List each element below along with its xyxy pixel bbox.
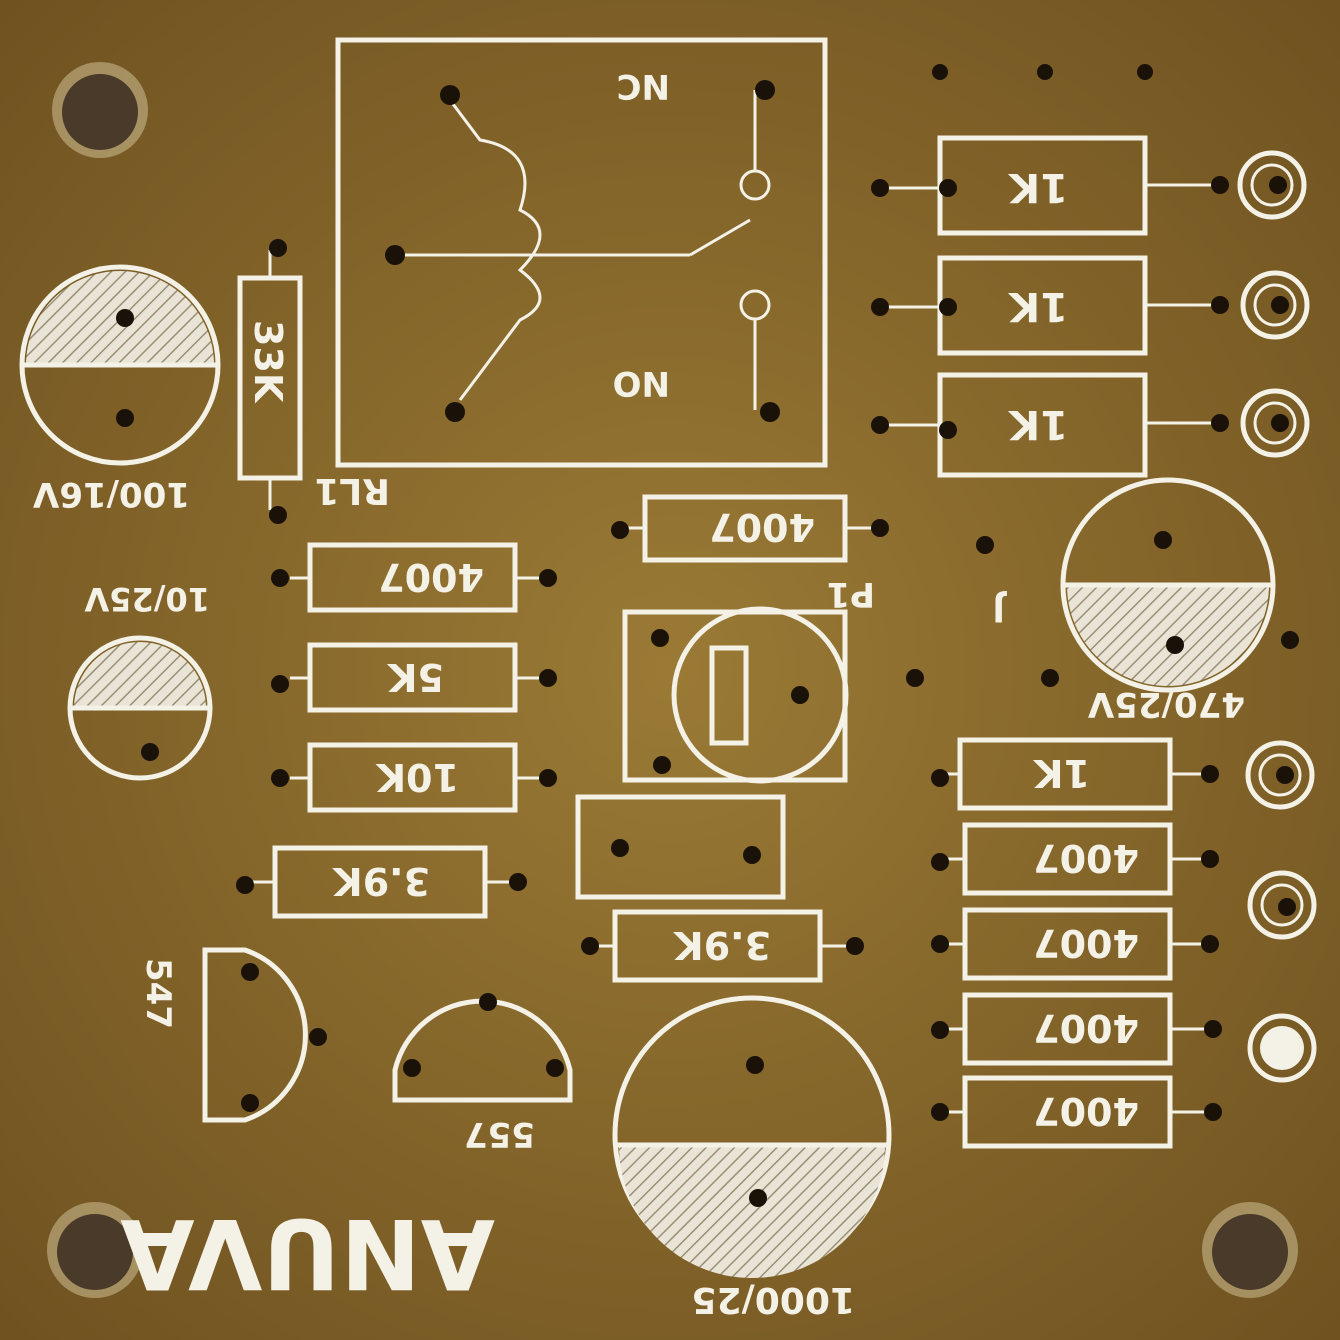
transistor-547: 547 <box>138 947 308 1123</box>
cap-10-25v-label: 10/25V <box>84 580 210 618</box>
diode-4007-left-label: 4007 <box>378 555 484 599</box>
resistor-1k-4-label: 1K <box>1033 751 1090 795</box>
mounting-holes <box>47 62 1298 1298</box>
drill-holes <box>116 64 1299 1207</box>
resistor-33k: 33K <box>237 250 303 510</box>
resistor-5k: 5K <box>290 642 545 713</box>
resistor-1k-1-label: 1K <box>1007 164 1068 210</box>
capacitor-10-25v: 10/25V <box>67 580 213 781</box>
capacitor-470-25v: 470/25V <box>1060 477 1276 724</box>
diode-4007-r4-label: 4007 <box>1033 1089 1139 1133</box>
relay-rl1: RL1 NC NO <box>314 37 828 511</box>
output-ring-pads <box>1237 150 1317 1083</box>
resistor-3-9k-center-label: 3.9K <box>673 923 771 967</box>
diode-4007-top-label: 4007 <box>709 505 815 549</box>
resistor-3-9k-center: 3.9K <box>590 909 855 983</box>
resistor-10k-label: 10K <box>375 755 459 799</box>
resistor-1k-2-label: 1K <box>1007 283 1068 329</box>
resistor-3-9k-left: 3.9K <box>250 845 515 919</box>
relay-no-label: NO <box>613 363 670 403</box>
resistor-1k-3-label: 1K <box>1007 401 1068 447</box>
resistor-10k: 10K <box>290 742 545 813</box>
resistor-1k-3: 1K <box>880 372 1220 478</box>
potentiometer-p1: P1 <box>622 574 875 784</box>
diode-4007-r2-label: 4007 <box>1033 921 1139 965</box>
resistor-33k-label: 33K <box>246 320 290 404</box>
component-outline-center <box>575 794 786 900</box>
diode-4007-left: 4007 <box>290 542 545 613</box>
pot-label: P1 <box>826 574 875 614</box>
relay-label: RL1 <box>314 470 390 511</box>
resistor-3-9k-left-label: 3.9K <box>332 859 430 903</box>
brand-label: ANUVA <box>120 1197 495 1309</box>
diode-4007-r4: 4007 <box>940 1075 1210 1149</box>
transistor-547-label: 547 <box>138 958 178 1029</box>
diode-4007-r3-label: 4007 <box>1033 1006 1139 1050</box>
diode-4007-r1-label: 4007 <box>1033 836 1139 880</box>
cap-470-25v-label: 470/25V <box>1087 684 1245 724</box>
resistor-1k-4: 1K <box>935 737 1210 811</box>
cap-1000-25-label: 1000/25 <box>692 1279 855 1320</box>
diode-4007-top: 4007 <box>620 494 880 563</box>
relay-nc-label: NC <box>617 66 670 106</box>
jumper-label: J <box>992 589 1007 629</box>
resistor-5k-label: 5K <box>387 655 444 699</box>
transistor-557-label: 557 <box>464 1114 535 1154</box>
capacitor-1000-25: 1000/25 <box>612 995 892 1320</box>
diode-4007-r3: 4007 <box>940 992 1210 1066</box>
cap-100-16v-label: 100/16V <box>32 474 190 514</box>
